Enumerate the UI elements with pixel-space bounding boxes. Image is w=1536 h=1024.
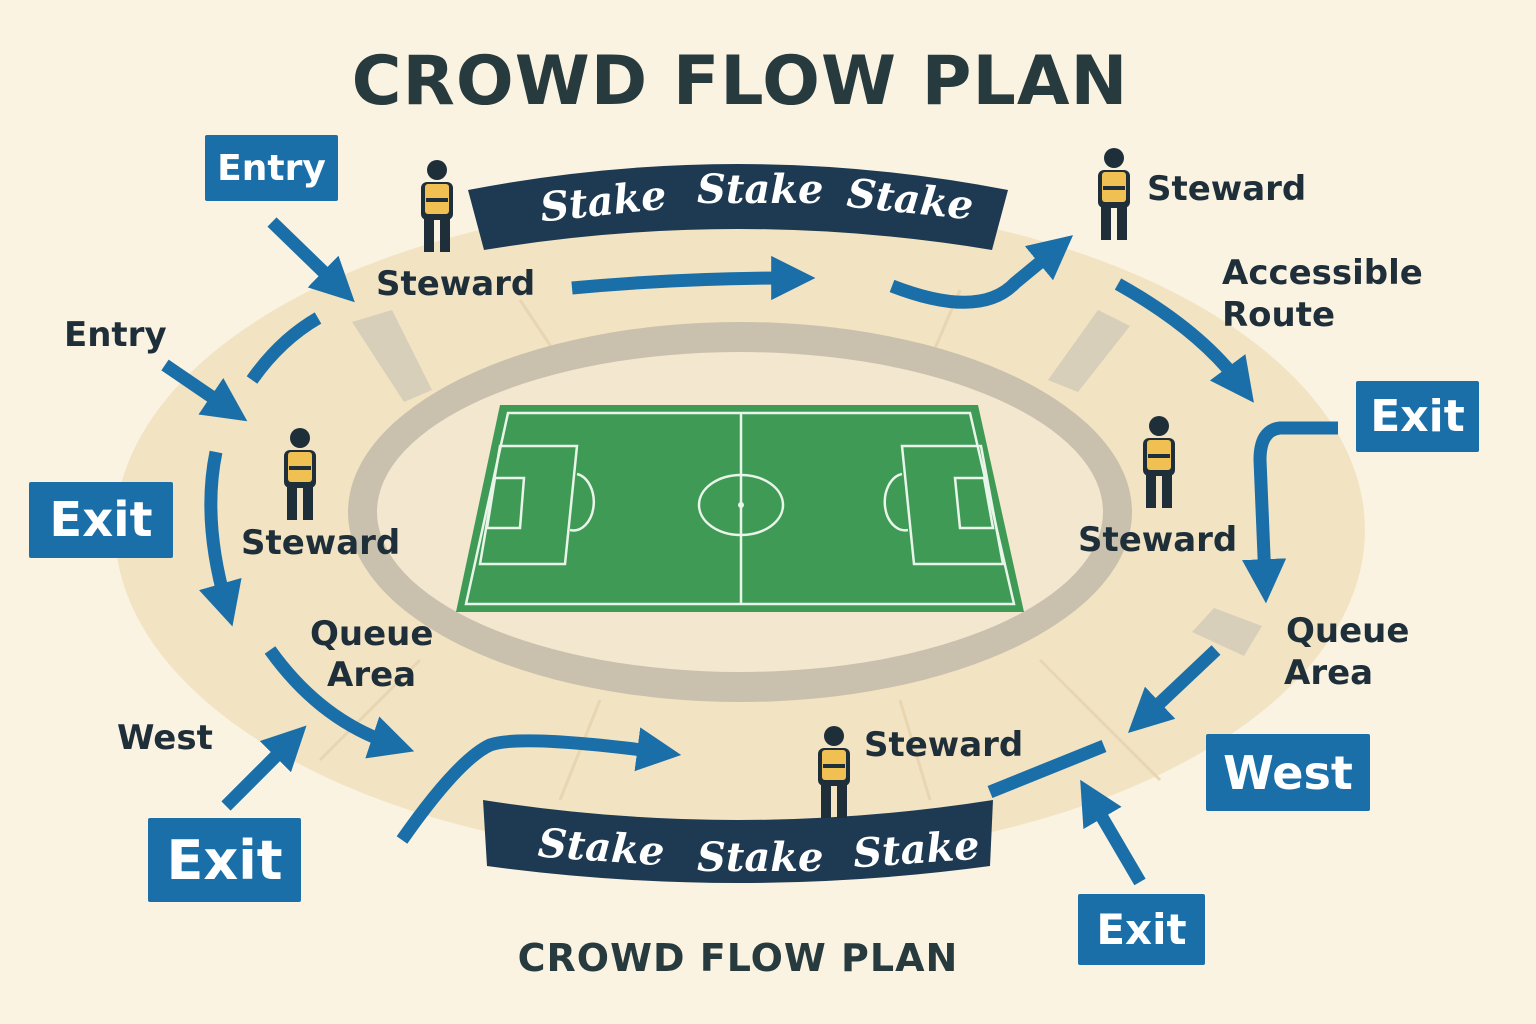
exit-sign: Exit [1356,381,1479,452]
steward-label: Steward [376,264,536,304]
flow-arrow-icon [267,217,355,303]
flow-arrow-icon [161,359,248,422]
steward-label: Steward [1147,169,1307,209]
steward-label: Steward [1078,520,1238,560]
flow-arrow-icon [1242,421,1338,604]
entry-label: Entry [64,315,167,355]
flow-arrow-icon [221,725,307,811]
tunnel-bottom-right [1192,608,1262,656]
flow-arrow-icon [246,312,322,384]
stand-dividers [318,289,1162,801]
steward-icon [421,160,453,252]
queue-area-label-line2: Area [327,655,417,695]
steward-label: Steward [241,523,401,563]
exit-sign: Exit [29,482,173,558]
steward-label: Steward [864,725,1024,765]
sponsor-banner-text: Stake [536,819,666,876]
queue-area-label-line1: Queue [310,614,434,654]
queue-area-label-line2: Area [1284,653,1374,693]
flow-arrow-icon [889,235,1074,309]
queue-area-label-line1: Queue [1286,611,1410,651]
flow-arrow-icon [264,646,415,759]
sponsor-banner-text: Stake [851,821,981,878]
flow-arrow-icon [1114,278,1254,403]
page-title: CROWD FLOW PLAN [351,42,1129,121]
footer-title: CROWD FLOW PLAN [517,936,959,980]
sponsor-banner-bottom [483,800,993,883]
accessible-route-label-line1: Accessible [1222,253,1423,293]
flow-arrow-icon [1127,645,1221,734]
sponsor-banner-text: Stake [697,166,824,213]
exit-sign: Exit [1078,894,1205,965]
tunnel-top-left [352,310,432,402]
exit-sign: Exit [148,818,301,902]
accessible-route-label-line2: Route [1222,295,1336,335]
entry-sign: Entry [205,135,338,201]
sponsor-banner-text: Stake [697,834,824,881]
steward-icon [1098,148,1130,240]
flow-arrow-icon [571,255,816,301]
west-label: West [117,718,213,758]
west-sign: West [1206,734,1370,811]
tunnel-top-right [1048,310,1130,392]
flow-arrow-icon [1080,779,1146,886]
football-pitch [456,405,1024,612]
flow-arrow-icon [987,739,1107,799]
flow-arrow-icon [396,727,682,844]
flow-arrows [161,217,1338,886]
sponsor-banner-top [468,164,1008,250]
flow-arrow-icon [199,450,242,627]
